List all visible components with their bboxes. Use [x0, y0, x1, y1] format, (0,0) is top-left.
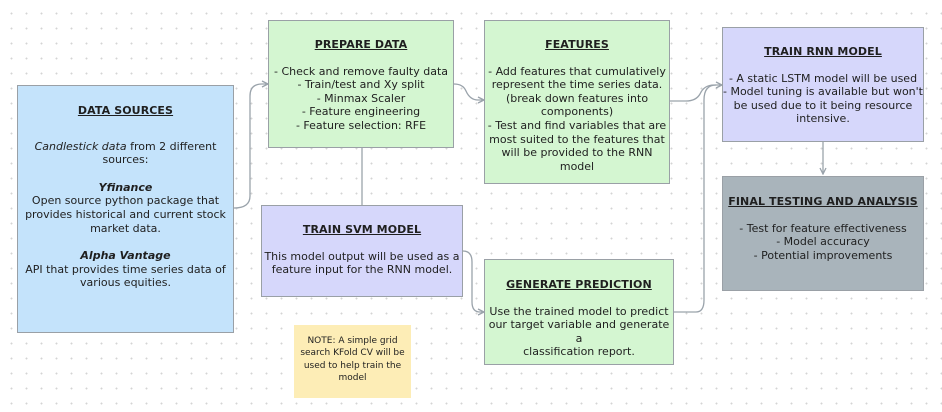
generate-prediction-line: classification report. [523, 345, 635, 359]
train-svm-title: TRAIN SVM MODEL [302, 223, 422, 236]
yfinance-desc-line: Open source python package that [31, 194, 220, 208]
yfinance-desc-line: market data. [90, 221, 161, 235]
connector-prepare-to-features [453, 83, 484, 100]
prepare-data-line: - Minmax Scaler [316, 91, 406, 105]
features-line: most suited to the features that [489, 132, 665, 146]
final-testing-title: FINAL TESTING AND ANALYSIS [728, 195, 918, 208]
final-testing-line: - Model accuracy [776, 235, 870, 249]
generate-prediction-line: our target variable and generate a [488, 318, 670, 345]
features-line: model [559, 159, 595, 173]
features-box[interactable]: FEATURES - Add features that cumulativel… [484, 20, 670, 184]
features-line: components) [540, 105, 614, 119]
alpha-vantage-desc-line: various equities. [80, 276, 171, 290]
candlestick-data-text: Candlestick data [34, 139, 127, 153]
train-rnn-title: TRAIN RNN MODEL [764, 45, 882, 58]
features-title: FEATURES [545, 38, 609, 51]
connector-features-to-rnn [670, 85, 722, 102]
features-line: - Add features that cumulatively [488, 64, 666, 78]
prepare-data-box[interactable]: PREPARE DATA - Check and remove faulty d… [268, 20, 454, 148]
alpha-vantage-desc-line: API that provides time series data of [25, 262, 226, 276]
train-svm-line: This model output will be used as a [264, 249, 460, 263]
yfinance-desc-line: provides historical and current stock [25, 207, 226, 221]
features-line: (break down features into [505, 91, 649, 105]
prepare-data-line: - Check and remove faulty data [274, 64, 448, 78]
note-line: search KFold CV will be [300, 348, 405, 359]
prepare-data-line: - Feature selection: RFE [295, 118, 427, 132]
generate-prediction-box[interactable]: GENERATE PREDICTION Use the trained mode… [484, 259, 674, 365]
features-line: represent the time series data. [491, 78, 663, 92]
prepare-data-line: - Train/test and Xy split [297, 78, 425, 92]
alpha-vantage-name: Alpha Vantage [80, 249, 171, 263]
data-sources-intro-rest: from 2 different [126, 139, 217, 153]
final-testing-line: - Test for feature effectiveness [739, 221, 907, 235]
train-rnn-line: - A static LSTM model will be used [728, 71, 918, 85]
note-sticky[interactable]: NOTE: A simple grid search KFold CV will… [294, 325, 411, 398]
train-rnn-line: be used due to it being resource [733, 98, 913, 112]
note-line: model [338, 373, 367, 384]
features-line: - Test and find variables that are [487, 118, 667, 132]
data-sources-title: DATA SOURCES [77, 104, 174, 117]
prepare-data-line: - Feature engineering [301, 105, 421, 119]
connector-sources-to-prepare [233, 84, 268, 209]
note-line: used to help train the [303, 360, 402, 371]
data-sources-intro: Candlestick data from 2 different [18, 140, 233, 154]
connector-prediction-to-rnn [674, 84, 717, 313]
generate-prediction-line: Use the trained model to predict [489, 304, 669, 318]
note-line: NOTE: A simple grid [307, 336, 398, 346]
yfinance-name: Yfinance [98, 180, 153, 194]
train-rnn-line: intensive. [796, 112, 850, 126]
final-testing-box[interactable]: FINAL TESTING AND ANALYSIS - Test for fe… [722, 176, 924, 291]
features-line: will be provided to the RNN [501, 146, 653, 160]
train-rnn-line: - Model tuning is available but won't [723, 85, 923, 99]
train-rnn-box[interactable]: TRAIN RNN MODEL - A static LSTM model wi… [722, 27, 924, 142]
train-svm-box[interactable]: TRAIN SVM MODEL This model output will b… [261, 205, 463, 297]
prepare-data-title: PREPARE DATA [314, 38, 408, 51]
train-svm-line: feature input for the RNN model. [271, 263, 453, 277]
data-sources-box[interactable]: DATA SOURCES Candlestick data from 2 dif… [17, 85, 234, 333]
connector-svm-to-prediction [462, 250, 484, 312]
final-testing-line: - Potential improvements [753, 248, 893, 262]
generate-prediction-title: GENERATE PREDICTION [506, 278, 652, 291]
data-sources-intro-line2: sources: [102, 153, 149, 167]
